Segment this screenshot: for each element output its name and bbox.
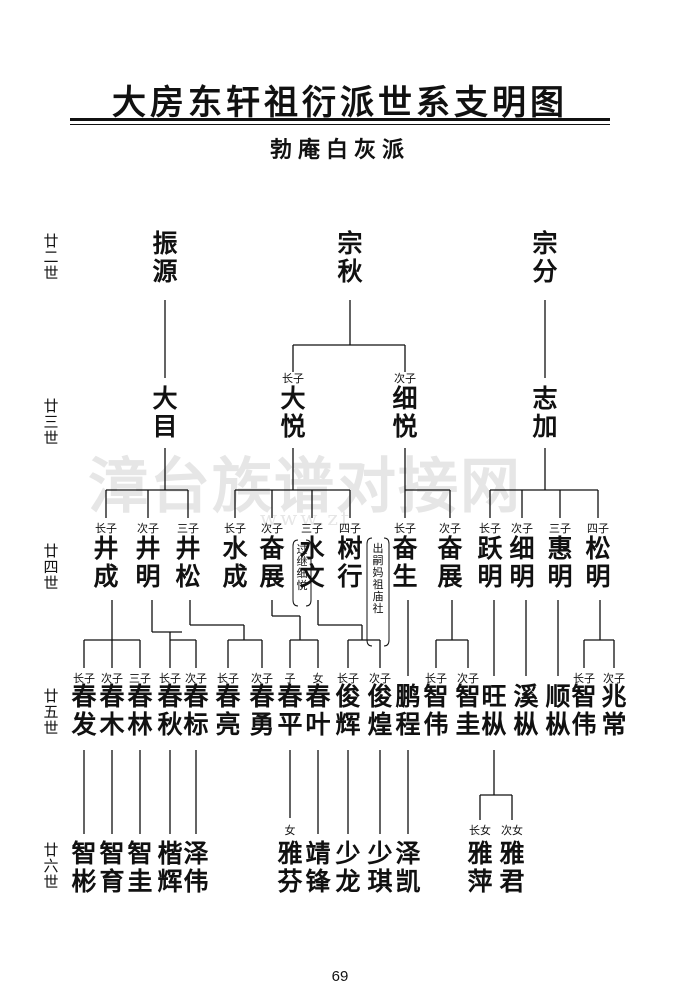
kin-label-g25-4: 次子	[185, 672, 207, 685]
kin-label-g24-2: 三子	[177, 522, 199, 535]
gen-label-22: 廿二世	[43, 232, 59, 282]
kin-label-g25-9: 长子	[337, 672, 359, 685]
kin-label-g24-8: 次子	[439, 522, 461, 535]
page-subtitle: 勃庵白灰派	[269, 137, 410, 163]
kin-label-g24-10: 次子	[511, 522, 533, 535]
kin-label-g24-5: 三子	[301, 522, 323, 535]
title-rule-thick	[70, 118, 610, 121]
person-g25-17: 智伟	[571, 682, 597, 739]
kin-label-g26-10: 长女	[469, 824, 491, 837]
gen-label-23: 廿三世	[43, 397, 59, 447]
person-g24-11: 惠明	[547, 534, 573, 591]
kin-label-g24-9: 长子	[479, 522, 501, 535]
person-g25-18: 兆常	[601, 682, 627, 739]
person-g22-0: 振源	[152, 229, 178, 286]
person-g25-1: 春木	[99, 682, 125, 739]
kin-label-g23-1: 长子	[282, 372, 304, 385]
gen-label-26: 廿六世	[43, 841, 59, 891]
person-g26-0: 智彬	[71, 839, 97, 896]
kin-label-g25-2: 三子	[129, 672, 151, 685]
person-g26-5: 雅芬	[277, 839, 303, 896]
kin-label-g26-11: 次女	[501, 824, 523, 837]
note-out-adopted: 出嗣妈祖庙社	[372, 542, 384, 615]
person-g24-7: 奋生	[392, 534, 418, 591]
person-g24-9: 跃明	[477, 534, 503, 591]
kin-label-g25-5: 长子	[217, 672, 239, 685]
person-g25-7: 春平	[277, 682, 303, 739]
person-g23-1: 大悦	[280, 384, 306, 441]
watermark: 漳台族谱对接网	[88, 452, 522, 522]
person-g25-0: 春发	[71, 682, 97, 739]
person-g26-11: 雅君	[499, 839, 525, 896]
person-g23-3: 志加	[532, 384, 558, 441]
page-title: 大房东轩祖衍派世系支明图	[112, 83, 568, 123]
page-number: 69	[331, 968, 349, 985]
kin-label-g25-6: 次子	[251, 672, 273, 685]
person-g25-5: 春亮	[215, 682, 241, 739]
person-g23-2: 细悦	[392, 384, 418, 441]
person-g25-13: 智圭	[455, 682, 481, 739]
person-g24-1: 井明	[135, 534, 161, 591]
kin-label-g24-3: 长子	[224, 522, 246, 535]
kin-label-g25-18: 次子	[603, 672, 625, 685]
gen-label-25: 廿五世	[43, 687, 59, 737]
person-g24-5: 水文	[299, 534, 325, 591]
person-g26-8: 少琪	[367, 839, 393, 896]
kin-label-g24-7: 长子	[394, 522, 416, 535]
kin-label-g26-5: 女	[284, 824, 296, 837]
kin-label-g24-6: 四子	[339, 522, 361, 535]
kin-label-g25-3: 长子	[159, 672, 181, 685]
person-g24-10: 细明	[509, 534, 535, 591]
note-adopted: 过继细悦	[296, 543, 308, 592]
person-g25-9: 俊辉	[335, 682, 361, 739]
person-g25-3: 春秋	[157, 682, 183, 739]
person-g23-0: 大目	[152, 384, 178, 441]
kin-label-g24-12: 四子	[587, 522, 609, 535]
person-g26-7: 少龙	[335, 839, 361, 896]
kin-label-g25-0: 长子	[73, 672, 95, 685]
person-g25-12: 智伟	[423, 682, 449, 739]
person-g26-6: 靖锋	[305, 839, 331, 896]
person-g24-6: 树行	[337, 534, 363, 591]
kin-label-g25-10: 次子	[369, 672, 391, 685]
kin-label-g23-2: 次子	[394, 372, 416, 385]
person-g24-3: 水成	[222, 534, 248, 591]
person-g24-12: 松明	[585, 534, 611, 591]
kin-label-g24-0: 长子	[95, 522, 117, 535]
person-g26-2: 智圭	[127, 839, 153, 896]
person-g25-6: 春勇	[249, 682, 275, 739]
person-g24-0: 井成	[93, 534, 119, 591]
person-g25-14: 旺枞	[481, 682, 507, 739]
kin-label-g25-13: 次子	[457, 672, 479, 685]
person-g26-1: 智育	[99, 839, 125, 896]
kin-label-g25-12: 长子	[425, 672, 447, 685]
person-g22-2: 宗分	[532, 229, 558, 286]
person-g25-8: 春叶	[305, 682, 331, 739]
person-g25-15: 溪枞	[513, 682, 539, 739]
kin-label-g25-8: 女	[312, 672, 324, 685]
person-g26-3: 楷辉	[157, 839, 183, 896]
watermark-url: www.zt	[260, 506, 352, 530]
person-g26-4: 泽伟	[183, 839, 209, 896]
gen-label-24: 廿四世	[43, 542, 59, 592]
person-g25-11: 鹏程	[395, 682, 421, 739]
person-g24-4: 奋展	[259, 534, 285, 591]
kin-label-g24-1: 次子	[137, 522, 159, 535]
kin-label-g24-4: 次子	[261, 522, 283, 535]
person-g24-8: 奋展	[437, 534, 463, 591]
person-g25-10: 俊煌	[367, 682, 393, 739]
person-g25-2: 春林	[127, 682, 153, 739]
title-rule-thin	[70, 124, 610, 125]
kin-label-g25-7: 子	[284, 672, 296, 685]
kin-label-g25-17: 长子	[573, 672, 595, 685]
person-g25-16: 顺枞	[545, 682, 571, 739]
person-g26-9: 泽凯	[395, 839, 421, 896]
kin-label-g24-11: 三子	[549, 522, 571, 535]
person-g26-10: 雅萍	[467, 839, 493, 896]
kin-label-g25-1: 次子	[101, 672, 123, 685]
person-g25-4: 春标	[183, 682, 209, 739]
person-g22-1: 宗秋	[337, 229, 363, 286]
person-g24-2: 井松	[175, 534, 201, 591]
